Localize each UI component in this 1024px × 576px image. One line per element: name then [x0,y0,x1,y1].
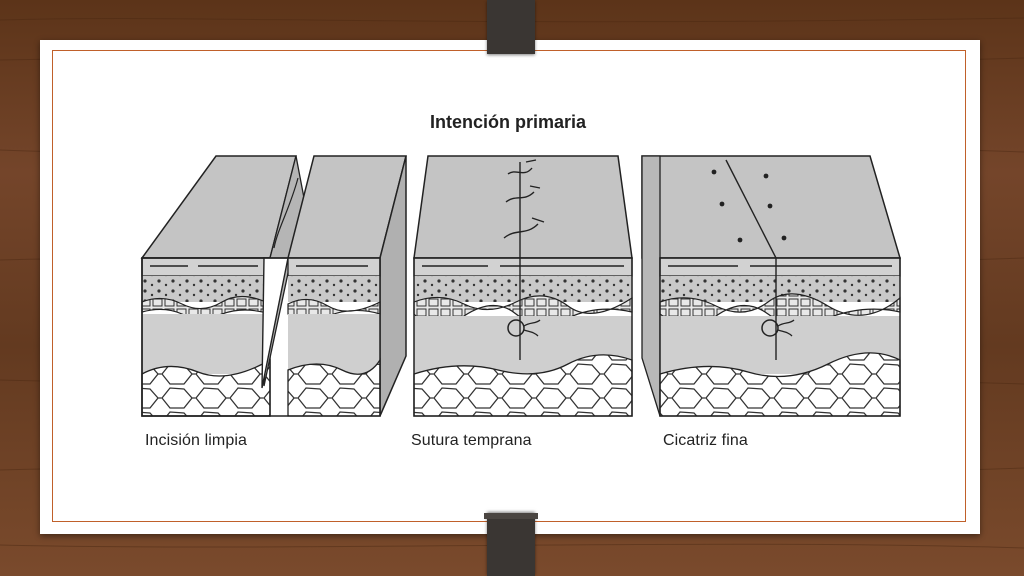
block-clean-incision [140,155,407,417]
caption-early-suture: Sutura temprana [411,432,532,449]
caption-clean-incision: Incisión limpia [145,432,247,449]
block-early-suture [413,155,633,417]
caption-fine-scar: Cicatriz fina [663,432,748,449]
wound-healing-illustration: Intención primaria Incisión limpia Sutur… [128,98,928,470]
skin-diagram [140,155,902,417]
diagram-title: Intención primaria [429,112,587,132]
binder-clip-top [487,0,535,54]
block-fine-scar [641,155,902,417]
binder-clip-bottom [484,513,538,576]
